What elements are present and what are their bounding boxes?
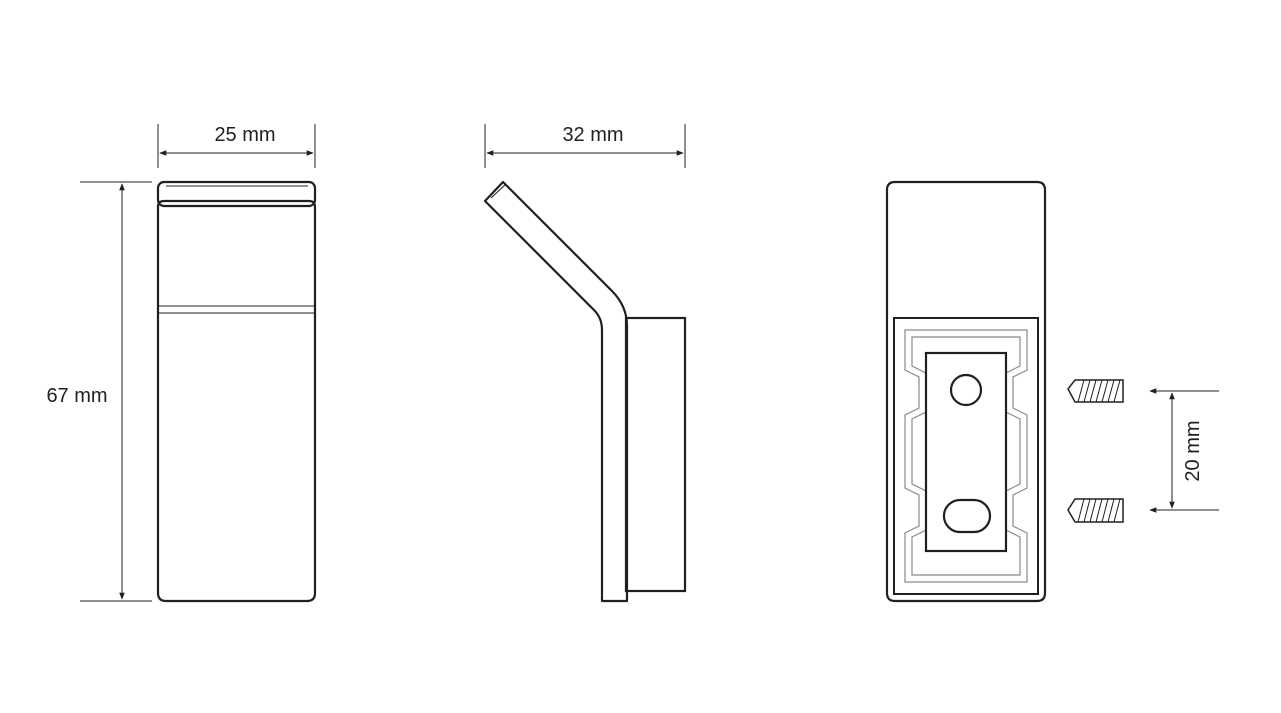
back-recess: [893, 317, 1039, 595]
back-view: [885, 180, 1047, 603]
back-body: [885, 180, 1047, 603]
mounting-plate: [924, 351, 1008, 553]
depth-dimension: 32 mm: [484, 124, 686, 168]
front-view: [156, 180, 317, 603]
depth-label: 32 mm: [562, 124, 623, 146]
width-dimension: 25 mm: [157, 124, 316, 168]
front-top-cap: [156, 180, 317, 208]
mounting-hole-round: [949, 373, 983, 407]
screw-top: [1067, 379, 1124, 403]
side-hook-arm: [483, 180, 629, 603]
screw-bottom: [1067, 498, 1124, 523]
hole-spacing-label: 20 mm: [1182, 420, 1204, 481]
front-body: [156, 199, 317, 603]
height-label: 67 mm: [46, 385, 107, 407]
back-inner-outline: [904, 329, 1028, 583]
width-label: 25 mm: [214, 124, 275, 146]
side-view: [483, 180, 687, 603]
side-base-plate: [624, 316, 687, 593]
hole-spacing-dimension: 20 mm: [1149, 388, 1219, 513]
height-dimension: 67 mm: [46, 181, 152, 602]
mounting-hole-slot: [942, 498, 992, 534]
